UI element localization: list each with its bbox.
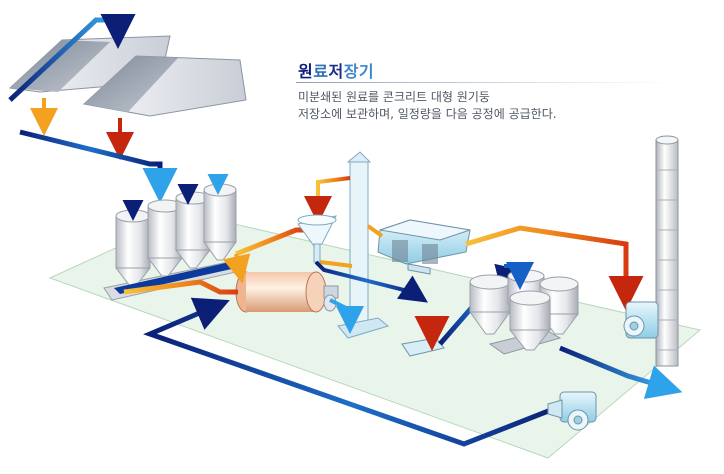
title-part-2: 료	[313, 62, 329, 81]
exhaust-stack	[655, 135, 679, 367]
flow-funnel-to-conveyor	[314, 260, 428, 303]
dust-collector	[377, 219, 471, 275]
flow-silos-up	[235, 227, 304, 257]
title-part-3: 저	[328, 62, 344, 81]
flow-return-loop	[143, 297, 557, 447]
page-title: 원료저장기	[298, 58, 374, 82]
description: 미분쇄된 원료를 콘크리트 대형 원기둥 저장소에 보관하며, 일정량을 다음 …	[298, 89, 557, 123]
flow-to-mill-down	[222, 253, 251, 284]
raw-material-pile-right	[82, 55, 247, 117]
bottom-blower	[547, 391, 597, 431]
description-line-1: 미분쇄된 원료를 콘크리트 대형 원기둥	[298, 90, 490, 104]
title-part-1: 원	[298, 62, 314, 81]
flow-pile-feed	[8, 14, 136, 102]
title-divider	[296, 82, 676, 83]
flow-mill-blue	[329, 298, 364, 334]
flow-elevator-loop	[304, 176, 351, 224]
flow-silos-to-bottom-right	[559, 345, 683, 400]
flow-mill-to-elevator	[319, 260, 353, 268]
flow-silo-inlet	[504, 262, 534, 290]
separator-funnel	[297, 214, 337, 263]
flow-piles-to-silos	[19, 129, 178, 203]
flow-elevator-to-collector	[366, 224, 384, 238]
description-line-2: 저장소에 보관하며, 일정량을 다음 공정에 공급한다.	[298, 107, 557, 121]
title-part-4: 장기	[343, 62, 375, 81]
raw-mill	[235, 271, 339, 313]
flow-collector-to-fan	[465, 225, 644, 311]
flow-silos-to-mill	[123, 279, 238, 295]
exhaust-fan	[623, 301, 659, 339]
